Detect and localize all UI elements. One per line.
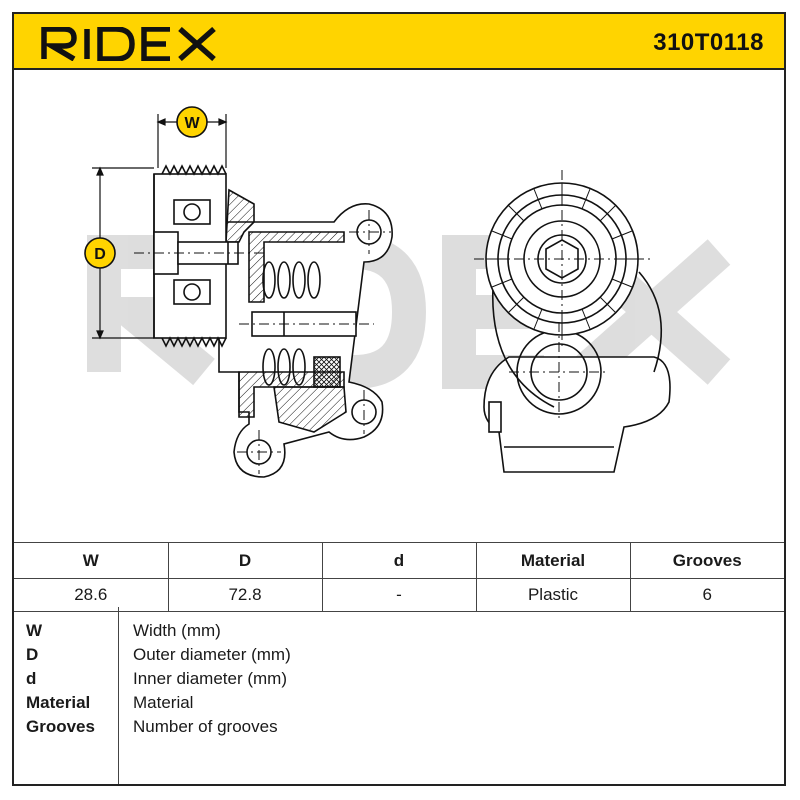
content-frame	[12, 70, 786, 786]
spec-header-outer-diameter: D	[167, 542, 323, 579]
spec-header-grooves: Grooves	[629, 542, 784, 579]
legend-key: Grooves	[26, 717, 95, 736]
legend-row: Material Material	[14, 691, 784, 715]
legend-key: Material	[26, 693, 91, 712]
spec-value-row: 28.6 72.8 - Plastic 6	[14, 578, 784, 612]
spec-header-inner-diameter: d	[321, 542, 477, 579]
dimension-label-d: D	[94, 246, 106, 263]
legend-desc: Width (mm)	[133, 621, 221, 640]
spec-value-grooves: 6	[629, 578, 784, 612]
legend: W Width (mm) D Outer diameter (mm) d Inn…	[14, 607, 784, 784]
legend-desc: Outer diameter (mm)	[133, 645, 291, 664]
dimension-width	[156, 106, 228, 168]
legend-divider	[118, 607, 119, 784]
legend-row: D Outer diameter (mm)	[14, 643, 784, 667]
legend-key: W	[26, 621, 43, 640]
spec-value-inner-diameter: -	[321, 578, 477, 612]
header-bar: 310T0118	[12, 12, 786, 70]
front-view	[474, 170, 671, 473]
technical-drawing: W D	[84, 106, 731, 478]
legend-row: d Inner diameter (mm)	[14, 667, 784, 691]
legend-desc: Inner diameter (mm)	[133, 669, 287, 688]
spec-header-material: Material	[475, 542, 631, 579]
legend-key: d	[26, 669, 37, 688]
spring-coils	[262, 261, 321, 386]
legend-desc: Number of grooves	[133, 717, 278, 736]
spec-header-width: W	[14, 542, 169, 579]
legend-row: W Width (mm)	[14, 619, 784, 643]
spec-value-material: Plastic	[475, 578, 631, 612]
spec-value-outer-diameter: 72.8	[167, 578, 323, 612]
spec-table: W D d Material Grooves 28.6 72.8 - Plast…	[14, 542, 784, 612]
side-section-view	[134, 164, 393, 478]
dimension-outer-diameter	[84, 166, 154, 340]
legend-desc: Material	[133, 693, 194, 712]
spec-header-row: W D d Material Grooves	[14, 542, 784, 579]
dimension-label-w: W	[184, 115, 200, 132]
pulley-grooves	[161, 164, 227, 348]
legend-key: D	[26, 645, 39, 664]
part-number: 310T0118	[653, 29, 764, 56]
ridex-logo	[41, 27, 216, 61]
legend-row: Grooves Number of grooves	[14, 715, 784, 739]
